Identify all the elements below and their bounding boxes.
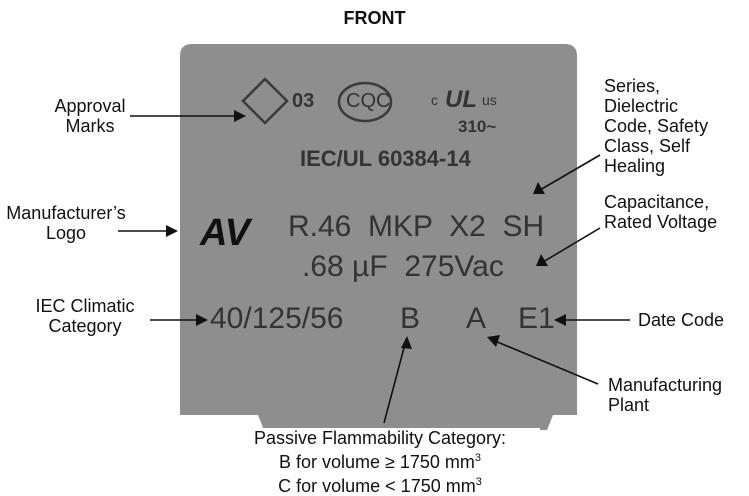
flammability-leader [383, 343, 406, 424]
figure-title: FRONT [343, 8, 406, 28]
flammability-b-text: B for volume ≥ 1750 mm [278, 452, 475, 472]
series-arrowhead [533, 182, 545, 194]
flammability-line-c: C for volume < 1750 mm3 [220, 472, 540, 496]
series-label-line: Dielectric [604, 96, 679, 116]
cqc-mark-outline [337, 81, 393, 123]
series-label-line: Series, [604, 76, 661, 96]
logo-arrowhead [166, 225, 178, 237]
approval-arrowhead [234, 110, 246, 122]
standard-text: IEC/UL 60384-14 [300, 146, 471, 171]
cqc-mark: CQC [346, 90, 391, 112]
superscript-3: 3 [474, 452, 482, 464]
approval-marks-label: Approval Marks [40, 96, 140, 136]
ul-rating: 310~ [458, 117, 497, 136]
series-leader [539, 154, 601, 191]
climatic-category-label: IEC Climatic Category [22, 296, 148, 336]
series-label-line: Class, Self [604, 136, 691, 156]
series-label-line: Healing [604, 156, 666, 176]
capacitance-label-line: Rated Voltage [604, 212, 718, 232]
approval-mark-03: 03 [292, 90, 315, 112]
manufacturer-logo-label-line: Manufacturer’s [6, 203, 126, 223]
climatic-category-text: 40/125/56 [210, 302, 344, 335]
capacitance-leader [542, 227, 601, 263]
plant-arrowhead [487, 335, 500, 347]
capacitance-label: Capacitance, Rated Voltage [604, 192, 744, 232]
ul-mark: UL [445, 86, 477, 113]
flammability-arrowhead [401, 336, 412, 349]
manufacturing-plant-label-line: Manufacturing [608, 375, 723, 395]
flammability-title: Passive Flammability Category: [253, 428, 507, 448]
date-code: E1 [518, 302, 555, 335]
capacitance-label-line: Capacitance, [604, 192, 710, 212]
date-arrowhead [554, 314, 566, 326]
superscript-3: 3 [475, 476, 482, 488]
climatic-category-label-line: Category [48, 316, 122, 336]
series-label-line: Code, Safety [604, 116, 709, 136]
approval-marks-label-line: Marks [65, 116, 115, 136]
manufacturer-logo: AV [200, 212, 250, 254]
enec-mark [241, 77, 289, 125]
series-code-text: R.46 MKP X2 SH [288, 210, 545, 243]
manufacturer-logo-label-line: Logo [45, 223, 87, 243]
date-code-label: Date Code [638, 310, 725, 330]
capacitance-text: .68 µF 275Vac [302, 250, 504, 283]
plant-code: A [466, 302, 487, 335]
flammability-label: Passive Flammability Category: B for vol… [220, 428, 540, 496]
ul-prefix: c [431, 92, 438, 108]
capacitor-body [180, 44, 577, 430]
climatic-arrowhead [196, 314, 208, 326]
plant-leader [494, 340, 599, 385]
flammability-c-text: C for volume < 1750 mm [278, 476, 476, 496]
climatic-category-label-line: IEC Climatic [35, 296, 135, 316]
manufacturing-plant-label-line: Plant [608, 395, 650, 415]
ul-suffix: us [482, 92, 497, 108]
series-label: Series, Dielectric Code, Safety Class, S… [604, 76, 744, 176]
manufacturing-plant-label: Manufacturing Plant [608, 375, 748, 415]
flammability-code: B [400, 302, 421, 335]
manufacturer-logo-label: Manufacturer’s Logo [6, 203, 126, 243]
flammability-line-b: B for volume ≥ 1750 mm3 [220, 448, 540, 472]
approval-marks-label-line: Approval [54, 96, 126, 116]
capacitance-arrowhead [536, 254, 548, 266]
